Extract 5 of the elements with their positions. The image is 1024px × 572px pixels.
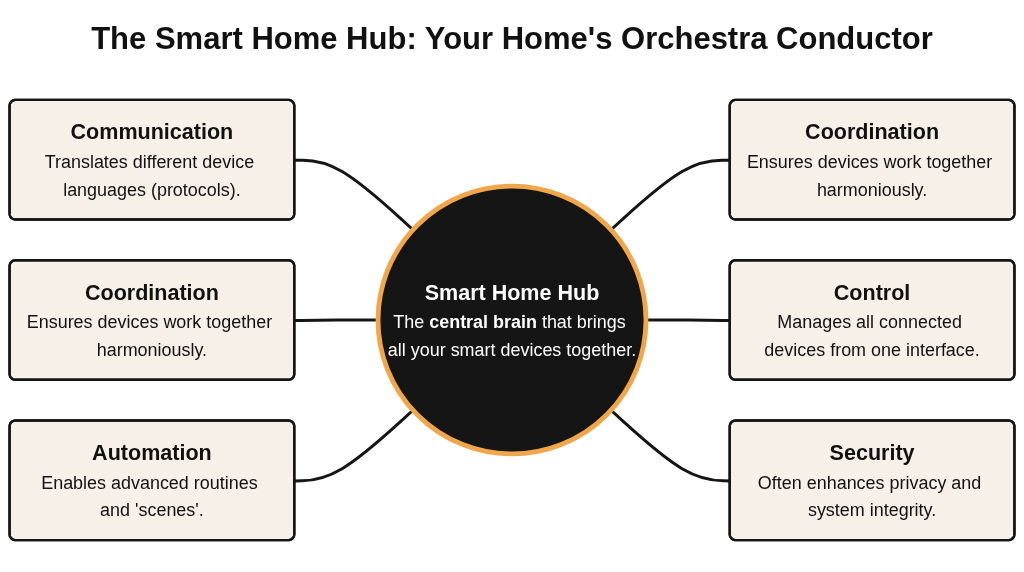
title: The Smart Home Hub: Your Home's Orchestra Conductor [91, 21, 933, 57]
connector [294, 409, 414, 483]
connector [294, 318, 378, 323]
node-circle: Smart Home Hub The central brain that brings all your smart devices together. [375, 183, 649, 457]
connector [294, 158, 414, 231]
